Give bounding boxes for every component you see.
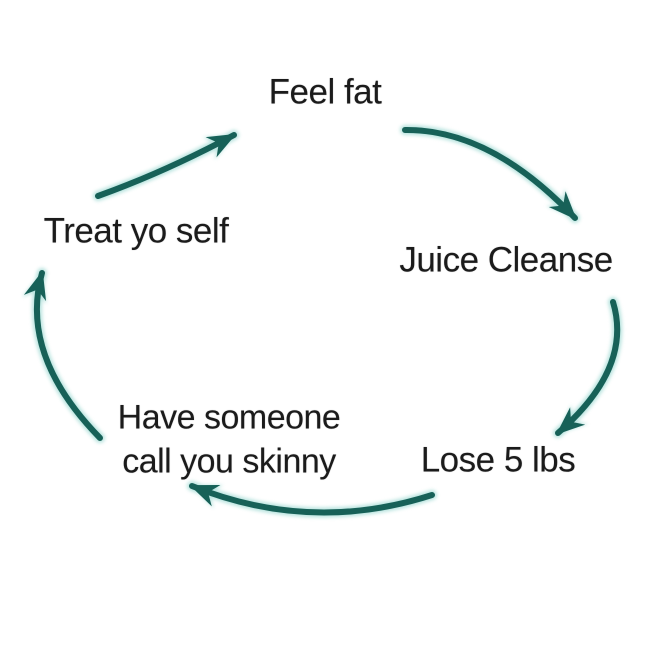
arrow-treat-yo-self-to-feel-fat [95,132,237,199]
node-text-line-1: Have someone [117,398,341,437]
arrow-feel-fat-to-juice-cleanse [402,126,578,221]
node-text: Feel fat [268,72,382,112]
node-label-have-someone-call-you-skinny: Have someone call you skinny [118,396,341,483]
node-label-juice-cleanse: Juice Cleanse [399,239,613,284]
node-text: Treat yo self [43,211,229,251]
arrow-have-someone-to-treat-yo-self [23,270,103,441]
arrow-lose-5-lbs-to-have-someone [189,483,435,516]
node-label-feel-fat: Feel fat [269,71,382,116]
node-label-lose-5-lbs: Lose 5 lbs [421,439,576,484]
node-text: Juice Cleanse [399,240,613,280]
node-text-line-2: call you skinny [122,442,336,480]
node-text: Lose 5 lbs [420,440,576,480]
arrow-juice-cleanse-to-lose-5-lbs [555,299,621,436]
arrow-main-layer [23,126,621,516]
node-label-treat-yo-self: Treat yo self [44,210,229,255]
